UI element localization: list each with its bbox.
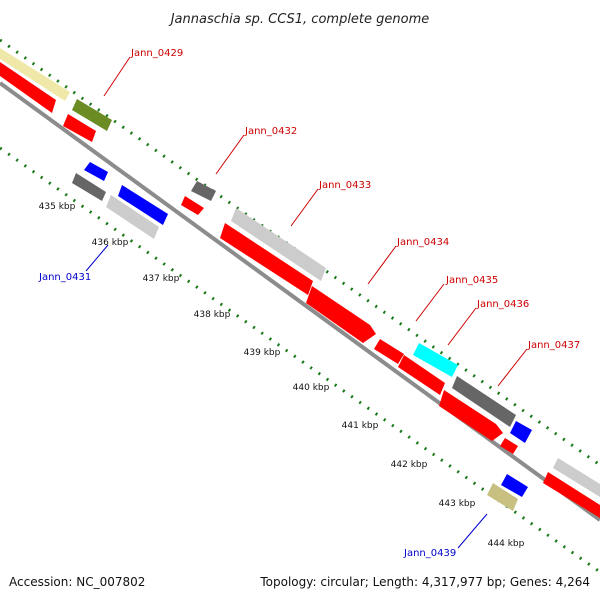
gene-feature[interactable] — [543, 472, 600, 518]
leader-line — [447, 307, 477, 346]
accession-text: Accession: NC_007802 — [9, 575, 145, 589]
leader-line — [497, 348, 528, 387]
topology-text: Topology: circular; Length: 4,317,977 bp… — [259, 575, 590, 589]
kbp-label: 441 kbp — [342, 421, 379, 431]
backbone-line — [0, 81, 600, 522]
gene-feature[interactable] — [0, 48, 70, 101]
gene-feature[interactable] — [106, 195, 159, 239]
gene-label-leaders — [85, 56, 528, 549]
gene-label-jann-0435[interactable]: Jann_0435 — [445, 275, 498, 286]
gene-label-jann-0431[interactable]: Jann_0431 — [38, 272, 91, 283]
map-title: Jannaschia sp. CCS1, complete genome — [168, 12, 430, 27]
kbp-scale: 435 kbp 436 kbp 437 kbp 438 kbp 439 kbp … — [39, 202, 525, 549]
gene-feature[interactable] — [500, 438, 518, 454]
gene-label-jann-0432[interactable]: Jann_0432 — [244, 126, 297, 137]
kbp-label: 443 kbp — [439, 499, 476, 509]
leader-line — [103, 56, 131, 97]
gene-label-jann-0434[interactable]: Jann_0434 — [396, 237, 449, 248]
gene-feature[interactable] — [413, 343, 458, 377]
gene-feature[interactable] — [63, 114, 96, 142]
gene-feature[interactable] — [487, 483, 518, 511]
gene-feature[interactable] — [501, 474, 528, 497]
gene-feature[interactable] — [510, 421, 532, 443]
gene-feature[interactable] — [553, 458, 600, 497]
gene-feature[interactable] — [72, 173, 106, 201]
gene-label-jann-0439[interactable]: Jann_0439 — [403, 548, 456, 559]
gene-feature[interactable] — [72, 99, 112, 131]
gene-feature[interactable] — [118, 185, 168, 225]
gene-feature[interactable] — [439, 390, 503, 441]
leader-line — [457, 513, 488, 549]
gene-feature[interactable] — [191, 181, 216, 201]
gene-feature[interactable] — [452, 376, 516, 427]
gene-feature[interactable] — [84, 162, 108, 181]
gene-feature[interactable] — [181, 196, 204, 215]
gene-feature[interactable] — [398, 355, 445, 395]
gene-feature[interactable] — [374, 339, 404, 364]
gene-label-jann-0433[interactable]: Jann_0433 — [318, 180, 371, 191]
gene-feature[interactable] — [231, 208, 326, 281]
gene-feature[interactable] — [220, 223, 313, 295]
kbp-label: 444 kbp — [488, 539, 525, 549]
gene-label-jann-0429[interactable]: Jann_0429 — [130, 48, 183, 59]
leader-line — [215, 134, 245, 175]
leader-line — [415, 283, 445, 322]
gene-feature[interactable] — [306, 286, 376, 343]
gene-feature[interactable] — [0, 62, 56, 113]
gene-label-jann-0436[interactable]: Jann_0436 — [476, 299, 529, 310]
gene-features — [0, 48, 600, 518]
leader-line — [290, 188, 319, 227]
kbp-label: 435 kbp — [39, 202, 76, 212]
leader-line — [85, 244, 109, 272]
gene-label-jann-0437[interactable]: Jann_0437 — [527, 340, 580, 351]
kbp-label: 437 kbp — [143, 274, 180, 284]
kbp-label: 440 kbp — [293, 383, 330, 393]
kbp-label: 436 kbp — [92, 238, 129, 248]
kbp-label: 439 kbp — [244, 348, 281, 358]
kbp-label: 442 kbp — [391, 460, 428, 470]
kbp-label: 438 kbp — [194, 310, 231, 320]
leader-line — [367, 245, 397, 285]
gene-labels: Jann_0429 Jann_0432 Jann_0433 Jann_0434 … — [38, 48, 580, 559]
